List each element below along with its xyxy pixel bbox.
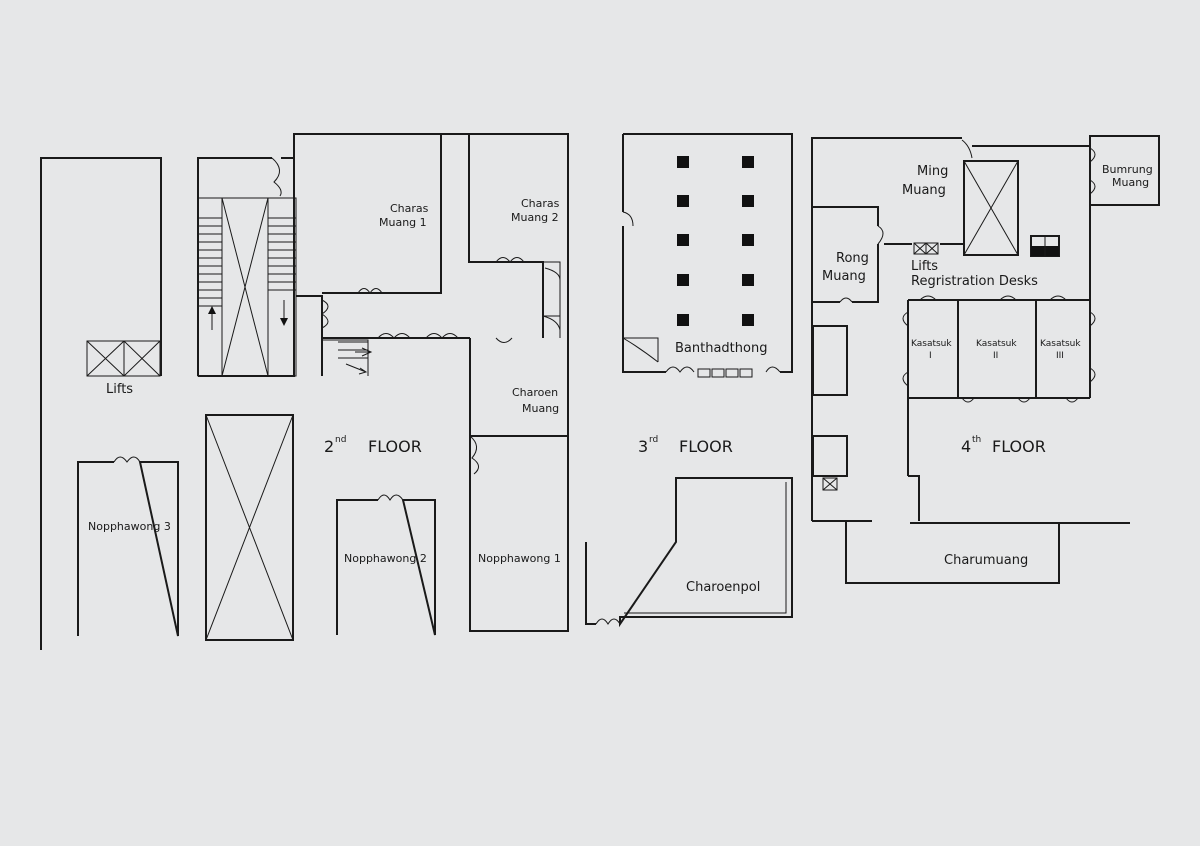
svg-text:FLOOR: FLOOR [992,437,1046,456]
svg-text:Charas: Charas [390,202,429,215]
room-bumrung-muang: Bumrung Muang [1102,163,1153,189]
svg-text:I: I [929,351,932,361]
room-kasatsuk-1: Kasatsuk I [911,339,952,361]
fourth-floor-label: 4 th FLOOR [961,435,1046,456]
kasatsuk-wall [907,299,1090,399]
room-ming-muang: Ming Muang [902,164,948,198]
room-nopphawong-3-wall [77,461,179,637]
svg-text:Charoen: Charoen [512,386,558,399]
third-floor-plan: Banthadthong Charoenpol 3 rd FLOOR [585,133,793,628]
svg-text:4: 4 [961,437,971,456]
room-rong-muang-wall [812,206,879,303]
svg-text:Rong: Rong [836,251,869,266]
small-lift-icon [822,477,838,491]
svg-text:Kasatsuk: Kasatsuk [976,339,1017,349]
pillar-grid-icon [677,156,754,326]
charoenpol-wall [585,477,793,628]
room-charoenpol: Charoenpol [686,580,760,595]
svg-text:Ming: Ming [917,164,948,179]
banthadthong-wall [622,133,793,373]
svg-text:Muang: Muang [522,402,559,415]
room-banthadthong: Banthadthong [675,341,767,356]
svg-text:FLOOR: FLOOR [368,437,422,456]
room-kasatsuk-3: Kasatsuk III [1040,339,1081,361]
room-rong-muang: Rong Muang [822,251,869,284]
svg-text:th: th [972,435,981,445]
room-nopphawong-1: Nopphawong 1 [478,552,561,565]
room-nopphawong-2: Nopphawong 2 [344,552,427,565]
stair-right-icon [268,217,296,326]
room-charas-muang-2: Charas Muang 2 [511,197,560,224]
svg-text:Kasatsuk: Kasatsuk [911,339,952,349]
svg-text:Muang 1: Muang 1 [379,216,427,229]
svg-text:FLOOR: FLOOR [679,437,733,456]
stair-left-icon [198,217,222,330]
svg-text:Bumrung: Bumrung [1102,163,1153,176]
room-charumuang-wall [845,521,1060,584]
third-floor-label: 3 rd FLOOR [638,435,733,456]
fourth-floor-outer-wall [811,135,1160,521]
svg-text:Muang: Muang [822,269,866,284]
room-charoen-muang: Charoen Muang [512,386,559,415]
svg-text:nd: nd [335,435,346,445]
svg-text:Kasatsuk: Kasatsuk [1040,339,1081,349]
svg-text:Muang 2: Muang 2 [511,211,559,224]
svg-text:rd: rd [649,435,658,445]
lifts-right-label: Lifts [911,259,938,274]
svg-text:III: III [1056,351,1064,361]
svg-text:II: II [993,351,998,361]
svg-text:Muang: Muang [902,183,946,198]
stage-steps-icon [697,368,753,378]
lift-lobby-wall [40,157,162,650]
second-floor-label: 2 nd FLOOR [324,435,422,456]
stair-block-wall [197,157,295,377]
room-nopphawong-3: Nopphawong 3 [88,520,171,533]
room-nopphawong-2-wall [336,499,436,636]
room-charas-muang-1: Charas Muang 1 [379,202,429,229]
second-floor-plan: Lifts [40,133,569,650]
lifts-left-icon [86,340,161,377]
svg-text:Charas: Charas [521,197,560,210]
svg-text:3: 3 [638,437,648,456]
registration-desks-label: Regristration Desks [911,274,1038,289]
escalator-icon [1030,235,1060,257]
lifts-right-icon [913,242,939,255]
lifts-left-label: Lifts [106,382,133,397]
void-shaft-icon [205,414,294,641]
room-kasatsuk-2: Kasatsuk II [976,339,1017,361]
atrium-void-icon [963,160,1019,256]
fourth-floor-plan: Ming Muang Bumrung Muang Rong Muang Lift… [811,135,1160,584]
svg-text:Muang: Muang [1112,176,1149,189]
svg-text:2: 2 [324,437,334,456]
room-charumuang: Charumuang [944,553,1028,568]
